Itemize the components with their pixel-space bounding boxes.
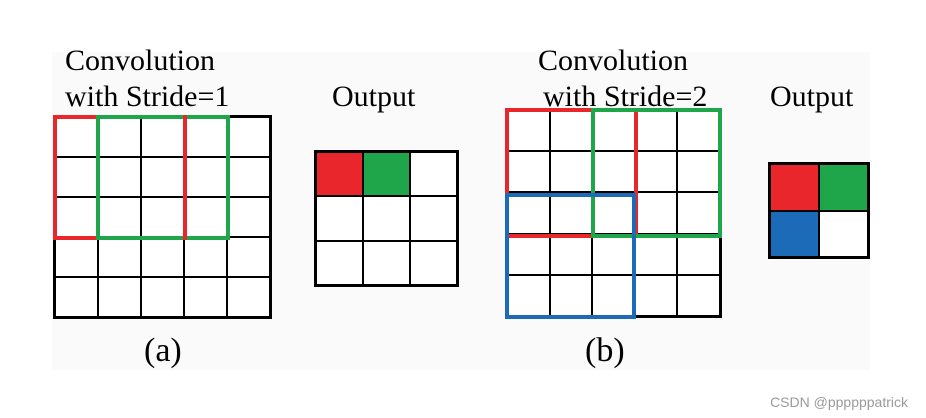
panel-a-output-cell [363,196,410,241]
panel-b-input-cell [507,110,550,152]
panel-b-input-cell [507,192,550,234]
panel-b-input-cell [592,274,635,316]
panel-a-input-cell [227,277,270,317]
panel-b-input-cell [549,110,593,152]
panel-a-output-cell [363,240,410,285]
panel-a-input-cell [184,197,227,237]
panel-a-output-cell [363,152,410,197]
panel-a-input-cell [141,237,184,277]
panel-b-input-grid [505,108,722,318]
panel-b-title-line1: Convolution [538,44,689,77]
panel-b-input-cell [634,192,678,234]
panel-a-input-cell [141,117,184,157]
panel-a-title-line1: Convolution [65,44,216,77]
panel-a-input-cell [98,157,141,197]
panel-a-input-cell [184,277,227,317]
panel-b-input-cell [592,192,635,234]
panel-a-output-label: Output [332,80,416,113]
panel-a-input-cell [227,197,270,237]
panel-a-input-cell [55,237,98,277]
panel-a-input-cell [184,117,227,157]
panel-b-input-cell [634,151,678,193]
panel-b-input-cell [677,233,720,275]
panel-a-output-cell [316,196,363,241]
panel-b-input-cell [592,151,635,193]
panel-b-output-cell [770,210,819,257]
panel-a-input-cell [55,117,98,157]
panel-b-output-cell [770,164,819,211]
panel-a-input-grid [53,115,272,319]
panel-b-input-cell [592,233,635,275]
panel-a-output-cell [316,152,363,197]
panel-a-input-cell [98,197,141,237]
panel-b-output-grid [768,162,870,259]
panel-a-input-cell [98,117,141,157]
panel-a-output-grid [314,150,459,287]
panel-a-output-cell [410,240,457,285]
panel-a-input-cell [55,277,98,317]
panel-b-input-cell [592,110,635,152]
panel-b-input-cell [634,110,678,152]
panel-a-input-cell [184,157,227,197]
panel-b-output-label: Output [770,80,854,113]
panel-b-input-cell [549,274,593,316]
panel-a-input-cell [184,237,227,277]
panel-b-input-cell [507,274,550,316]
panel-b-title-line2: with Stride=2 [543,80,708,113]
panel-a-input-cell [55,157,98,197]
panel-b-caption: (b) [585,332,625,369]
panel-b-input-cell [677,192,720,234]
watermark: CSDN @ppppppatrick [770,394,908,410]
panel-a-input-cell [141,197,184,237]
panel-a-input-cell [227,157,270,197]
panel-b-input-cell [677,110,720,152]
panel-b-input-cell [549,192,593,234]
panel-a-title-line2: with Stride=1 [65,80,230,113]
panel-a-output-cell [316,240,363,285]
panel-b-input-cell [507,233,550,275]
panel-b-input-cell [549,151,593,193]
panel-b-output-cell [819,164,868,211]
panel-a-caption: (a) [144,332,182,369]
panel-b-input-cell [634,274,678,316]
panel-a-input-cell [55,197,98,237]
panel-b-input-cell [507,151,550,193]
panel-a-input-cell [141,277,184,317]
panel-b-input-cell [677,274,720,316]
panel-b-input-cell [634,233,678,275]
panel-a-input-cell [98,277,141,317]
panel-a-input-cell [98,237,141,277]
panel-b-output-cell [819,210,868,257]
panel-a-output-cell [410,196,457,241]
panel-a-input-cell [227,117,270,157]
panel-b-input-cell [677,151,720,193]
panel-b-input-cell [549,233,593,275]
panel-a-input-cell [141,157,184,197]
panel-a-output-cell [410,152,457,197]
panel-a-input-cell [227,237,270,277]
